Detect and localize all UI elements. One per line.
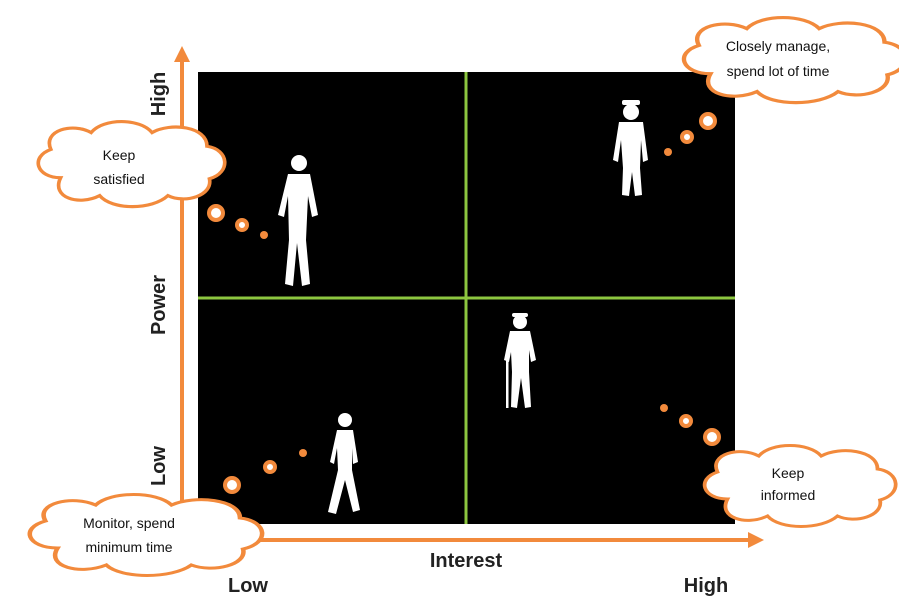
cloud-monitor-line2: minimum time	[85, 539, 172, 555]
y-axis-arrowhead	[174, 46, 190, 62]
x-axis-low-label: Low	[228, 575, 268, 597]
connector-dot	[660, 404, 668, 412]
cloud-closely-manage	[684, 18, 899, 103]
connector-dot	[664, 148, 672, 156]
cloud-keep-informed-line1: Keep	[772, 465, 805, 481]
x-axis-high-label: High	[684, 575, 728, 597]
person-casual-walking-icon	[328, 413, 360, 514]
connector-dot	[699, 112, 717, 130]
person-elderly-cane-icon	[504, 313, 536, 408]
x-axis-arrowhead	[748, 532, 764, 548]
connector-dot	[207, 204, 225, 222]
connector-dot	[679, 414, 693, 428]
x-axis-title: Interest	[430, 550, 503, 572]
cloud-keep-satisfied	[36, 119, 227, 209]
cloud-keep-satisfied-line1: Keep	[103, 147, 136, 163]
cloud-closely-manage-line2: spend lot of time	[727, 63, 830, 79]
y-axis-title: Power	[148, 275, 170, 335]
cloud-keep-informed-line2: informed	[761, 487, 815, 503]
connector-dot	[263, 460, 277, 474]
person-walking-icon	[278, 155, 318, 286]
connector-dot	[223, 476, 241, 494]
connector-dot	[703, 428, 721, 446]
y-axis-low-label: Low	[148, 446, 170, 486]
cloud-monitor-line1: Monitor, spend	[83, 515, 175, 531]
cloud-monitor	[30, 495, 262, 576]
connector-dot	[235, 218, 249, 232]
cloud-closely-manage-line1: Closely manage,	[726, 38, 830, 54]
connector-dot	[680, 130, 694, 144]
person-uniform-icon	[613, 100, 648, 196]
y-axis-high-label: High	[148, 72, 170, 116]
cloud-keep-informed	[702, 443, 898, 529]
connector-dot	[260, 231, 268, 239]
cloud-keep-satisfied-line2: satisfied	[93, 171, 144, 187]
connector-dot	[299, 449, 307, 457]
